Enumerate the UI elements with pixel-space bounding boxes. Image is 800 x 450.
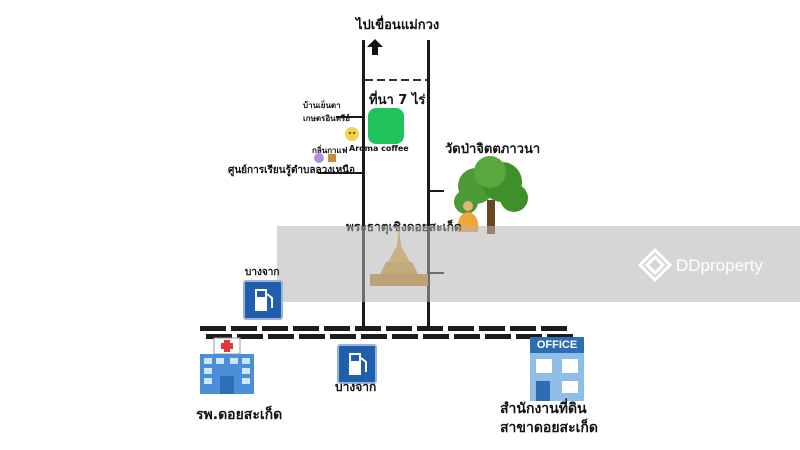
gas-station-1 [243, 280, 283, 320]
watermark-text: DDproperty [676, 256, 763, 275]
watermark-band [277, 226, 800, 302]
highway-rail-top [200, 326, 572, 331]
dd-logo-icon [638, 248, 672, 282]
office-building-icon: OFFICE [530, 337, 584, 401]
rice-field-marker [368, 108, 404, 144]
branch-organic-home [336, 116, 362, 118]
hospital-label: รพ.ดอยสะเก็ด [196, 407, 283, 423]
rice-field-label: ที่นา 7 ไร่ [369, 93, 426, 108]
highway-rail-bottom [206, 334, 578, 339]
fuel-icon [349, 353, 367, 375]
road-segment-dash [365, 79, 427, 81]
aroma-shop-label: กลิ่นกาแฟ [312, 146, 348, 155]
to-dam-label: ไปเขื่อนแม่กวง [356, 18, 440, 33]
main-road-right [427, 40, 430, 330]
up-arrow-icon [367, 39, 383, 55]
aroma-coffee-label: Aroma coffee [349, 144, 409, 153]
learning-center-label: ศูนย์การเรียนรู้ตำบลลวงเหนือ [228, 165, 356, 176]
sun-coffee-icon [345, 127, 359, 141]
branch-temple [430, 190, 444, 192]
fuel-icon [255, 289, 273, 311]
organic-home-label: บ้านเย็นตา เกษตรอินทรีย์ [303, 101, 350, 123]
land-office-label-line1: สำนักงานที่ดิน [500, 401, 587, 417]
gas-station-1-label: บางจาก [245, 267, 280, 278]
temple-label: วัดป่าจิตตภาวนา [445, 142, 541, 157]
land-office-label-line2: สาขาดอยสะเก็ด [500, 420, 598, 436]
main-road-left [362, 40, 365, 330]
coffee-icon [314, 153, 336, 163]
gas-station-2 [337, 344, 377, 384]
hospital-icon [200, 337, 254, 394]
gas-station-2-label: บางจาก [335, 380, 377, 394]
branch-learning-center [318, 172, 362, 174]
office-sign: OFFICE [530, 337, 584, 353]
